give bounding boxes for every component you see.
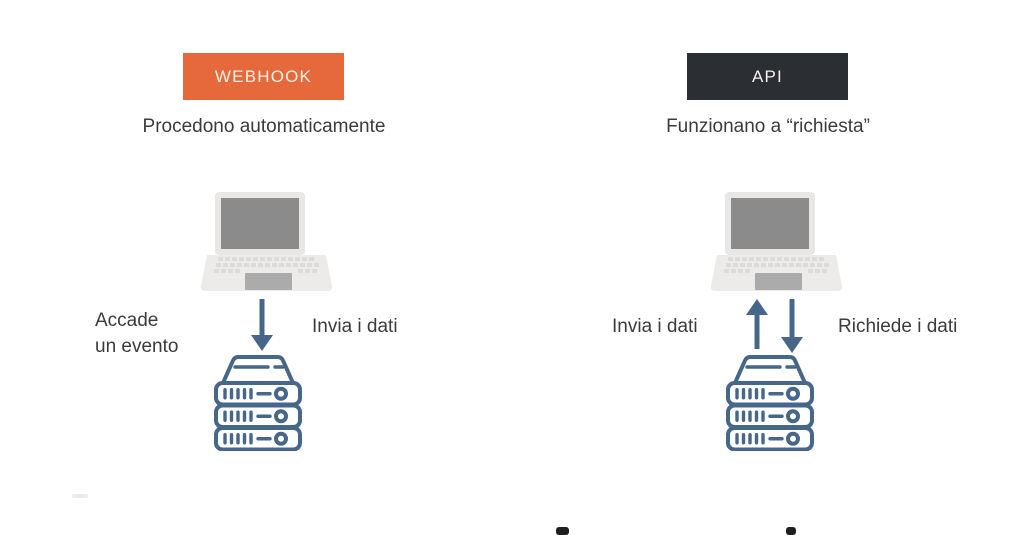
faint-mark	[72, 494, 88, 498]
laptop-icon	[710, 192, 843, 291]
arrow-up-icon	[746, 299, 768, 349]
api-subtitle: Funzionano a “richiesta”	[666, 116, 870, 137]
api-badge: API	[687, 53, 848, 100]
server-stack-icon	[726, 355, 814, 451]
api-send-label: Invia i dati	[612, 316, 698, 337]
arrow-down-icon	[251, 299, 273, 351]
event-label-line1: Accade	[95, 310, 159, 331]
webhook-badge-label: WEBHOOK	[214, 66, 313, 86]
cropped-text-artifact	[556, 527, 569, 535]
cropped-text-artifact	[786, 527, 796, 535]
webhook-send-label: Invia i dati	[312, 316, 398, 337]
api-request-label: Richiede i dati	[838, 316, 958, 337]
event-label-line2: un evento	[95, 336, 179, 357]
arrow-down-icon	[781, 299, 803, 353]
event-label: Accade un evento	[95, 308, 178, 360]
webhook-badge: WEBHOOK	[183, 53, 344, 100]
webhook-subtitle: Procedono automaticamente	[142, 116, 386, 137]
laptop-icon	[200, 192, 333, 291]
server-stack-icon	[214, 355, 302, 451]
api-badge-label: API	[751, 66, 783, 86]
